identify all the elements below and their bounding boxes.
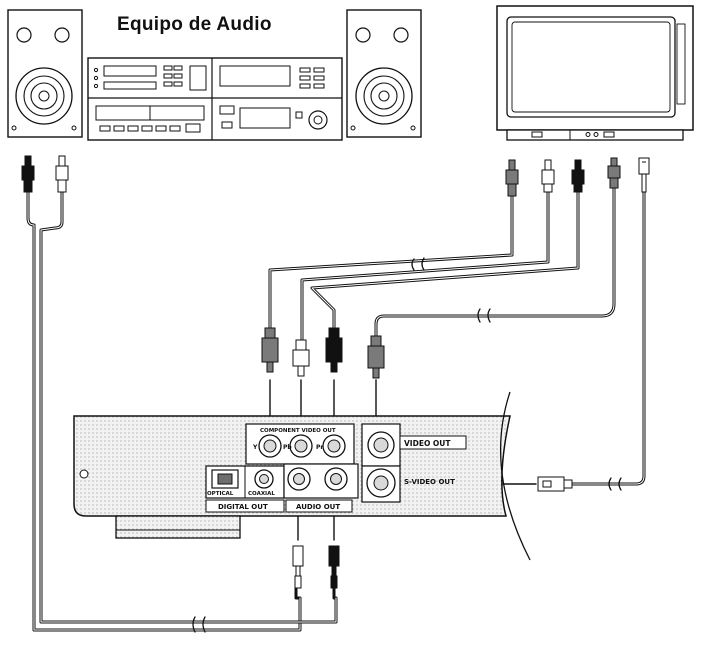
plug-dvd-pr [325,327,343,373]
plug-dvd-audio-white [292,545,304,589]
audio-equipment-title: Equipo de Audio [117,14,272,35]
audio-out-label: AUDIO OUT [296,503,340,511]
plug-tv-pb [541,159,555,193]
pb-label: Pb [283,444,292,451]
plug-tv-pr [571,159,585,193]
plug-dvd-video [367,335,385,379]
plug-tv-s-video [638,157,650,193]
optical-label: OPTICAL [207,491,234,497]
jack-audio-out-left [287,467,311,491]
plug-audio-black-top [21,155,35,193]
plug-audio-white-top [55,155,69,193]
s-video-out-label: S-VIDEO OUT [404,478,455,486]
jack-audio-out-right [324,467,348,491]
jack-pb [289,434,313,458]
jack-coaxial [254,469,274,489]
dvd-player-rear-panel: COMPONENT VIDEO OUT Y Pb Pr VIDEO OUT S-… [73,391,531,561]
jack-y [258,434,282,458]
plug-tv-y [505,159,519,197]
y-label: Y [252,444,258,451]
coaxial-label: COAXIAL [248,491,275,497]
television [496,5,694,141]
stereo-center-unit [87,57,343,141]
jack-s-video-out [366,468,396,498]
pr-label: Pr [316,444,323,451]
left-speaker [7,9,83,138]
plug-dvd-s-video [537,476,573,492]
plugs [21,155,650,589]
plug-dvd-pb [292,339,310,377]
plug-dvd-audio-black [328,545,340,589]
video-out-label: VIDEO OUT [404,439,451,448]
right-speaker [346,9,422,138]
jack-optical [211,469,239,489]
audio-equipment [7,9,422,141]
component-video-out-label: COMPONENT VIDEO OUT [260,428,336,434]
digital-out-label: DIGITAL OUT [218,503,268,511]
jack-pr [322,434,346,458]
jack-video-out [367,431,395,459]
plug-dvd-y [261,327,279,373]
plug-tv-video [607,157,621,189]
